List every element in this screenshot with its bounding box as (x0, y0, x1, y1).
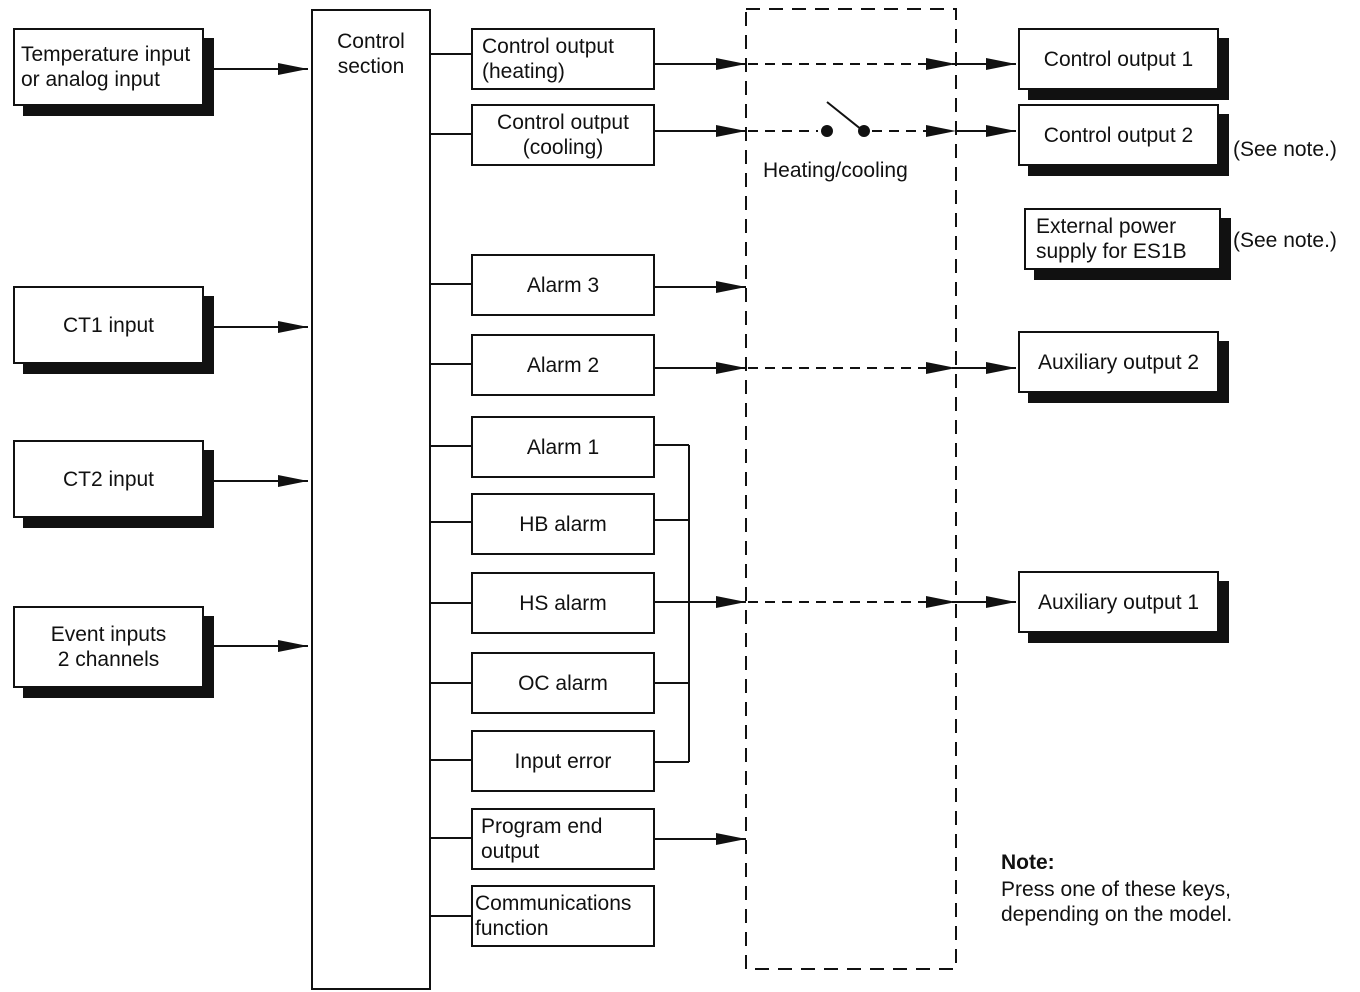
control-output-heating-box: Control output (heating) (471, 28, 655, 90)
program-end-output-box: Program end output (471, 808, 655, 870)
control-output-1-box: Control output 1 (1018, 28, 1219, 90)
ct1-input-box: CT1 input (13, 286, 204, 364)
switch-contact (821, 125, 833, 137)
switch-contact (858, 125, 870, 137)
see-note-label: (See note.) (1233, 138, 1337, 161)
control-output-2-box: Control output 2 (1018, 104, 1219, 166)
temperature-input-box: Temperature input or analog input (13, 28, 204, 106)
control-section-box: Control section (311, 9, 431, 990)
hs-alarm-box: HS alarm (471, 572, 655, 634)
see-note-label: (See note.) (1233, 229, 1337, 252)
heating-cooling-label: Heating/cooling (763, 159, 908, 182)
event-inputs-box: Event inputs 2 channels (13, 606, 204, 688)
control-output-cooling-box: Control output (cooling) (471, 104, 655, 166)
auxiliary-output-2-box: Auxiliary output 2 (1018, 331, 1219, 393)
input-error-box: Input error (471, 730, 655, 792)
hb-alarm-box: HB alarm (471, 493, 655, 555)
alarm2-box: Alarm 2 (471, 334, 655, 396)
output-enclosure (745, 8, 957, 970)
ct2-input-box: CT2 input (13, 440, 204, 518)
auxiliary-output-1-box: Auxiliary output 1 (1018, 571, 1219, 633)
control-section-label: Control section (337, 30, 405, 78)
oc-alarm-box: OC alarm (471, 652, 655, 714)
note-body: Press one of these keys, depending on th… (1001, 878, 1233, 926)
communications-function-box: Communications function (471, 885, 655, 947)
switch-blade (826, 101, 863, 131)
external-power-supply-box: External power supply for ES1B (1024, 208, 1221, 270)
alarm3-box: Alarm 3 (471, 254, 655, 316)
note-title: Note: (1001, 851, 1055, 874)
alarm1-box: Alarm 1 (471, 416, 655, 478)
